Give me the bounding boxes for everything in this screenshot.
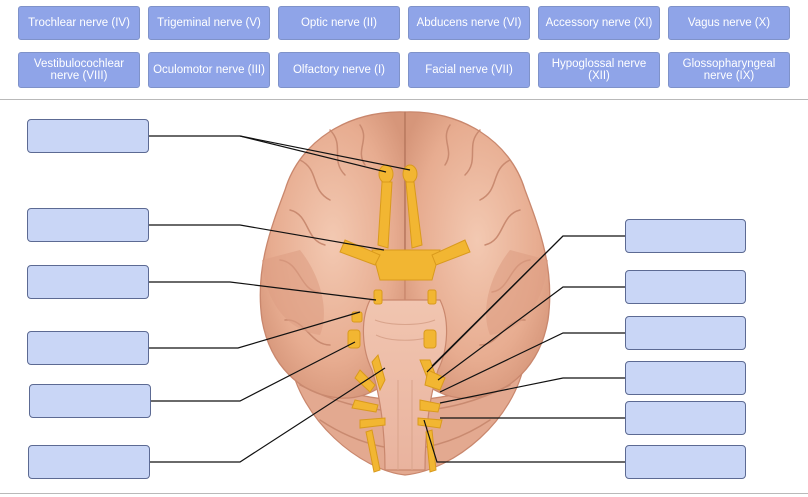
drop-target-right-1[interactable] [625,219,746,253]
drop-target-left-4[interactable] [27,331,149,365]
chip-trigeminal[interactable]: Trigeminal nerve (V) [148,6,270,40]
drop-target-right-5[interactable] [625,401,746,435]
drop-target-left-1[interactable] [27,119,149,153]
chip-olfactory[interactable]: Olfactory nerve (I) [278,52,400,88]
drop-target-right-3[interactable] [625,316,746,350]
drop-target-left-3[interactable] [27,265,149,299]
chip-facial[interactable]: Facial nerve (VII) [408,52,530,88]
divider-bottom [0,493,808,494]
drop-target-right-2[interactable] [625,270,746,304]
chip-accessory[interactable]: Accessory nerve (XI) [538,6,660,40]
drop-target-left-5[interactable] [29,384,151,418]
answer-bank: Trochlear nerve (IV) Trigeminal nerve (V… [0,0,808,98]
chip-optic[interactable]: Optic nerve (II) [278,6,400,40]
chip-vestibulocochlear[interactable]: Vestibulocochlear nerve (VIII) [18,52,140,88]
chip-oculomotor[interactable]: Oculomotor nerve (III) [148,52,270,88]
chip-glossopharyngeal[interactable]: Glossopharyngeal nerve (IX) [668,52,790,88]
leader-lines [149,135,625,463]
drop-target-left-6[interactable] [28,445,150,479]
drop-target-right-4[interactable] [625,361,746,395]
chip-abducens[interactable]: Abducens nerve (VI) [408,6,530,40]
chip-trochlear[interactable]: Trochlear nerve (IV) [18,6,140,40]
chip-hypoglossal[interactable]: Hypoglossal nerve (XII) [538,52,660,88]
brain-illustration [259,111,551,476]
chip-vagus[interactable]: Vagus nerve (X) [668,6,790,40]
drop-target-right-6[interactable] [625,445,746,479]
divider-top [0,99,808,100]
drop-target-left-2[interactable] [27,208,149,242]
